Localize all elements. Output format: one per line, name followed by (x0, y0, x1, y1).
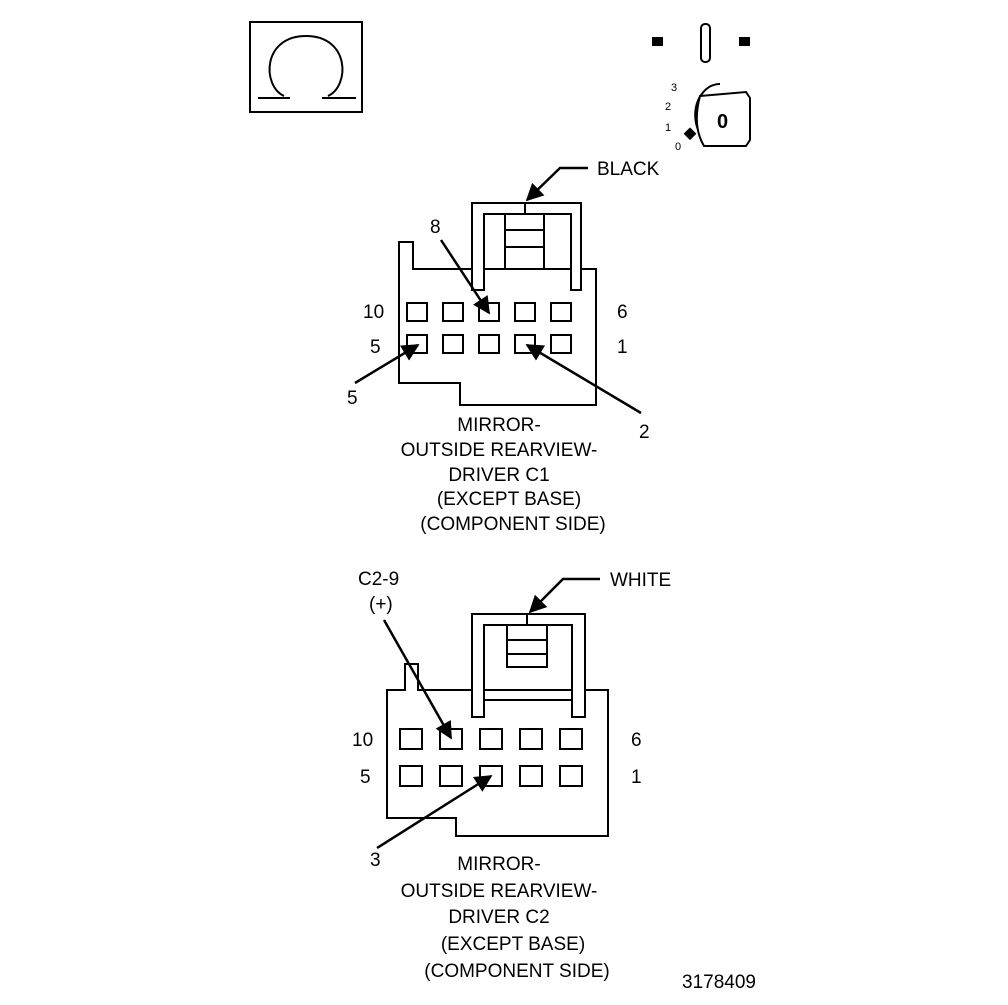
c1-pin-6 (550, 302, 572, 322)
omega-symbol-icon (249, 21, 363, 113)
c1-row-label-1: 1 (617, 337, 628, 358)
c1-pin-1 (550, 334, 572, 354)
c1-callout-2-label: 2 (639, 422, 650, 443)
c1-callout-2-arrow (525, 343, 642, 415)
c2-pin-8 (479, 728, 503, 750)
c1-latch-leader (525, 166, 588, 202)
c2-pin-6 (559, 728, 583, 750)
c2-pin-10 (399, 728, 423, 750)
c1-row-label-10: 10 (363, 302, 384, 323)
c1-callout-5-arrow (354, 343, 420, 385)
connector-c2-housing (386, 663, 609, 837)
c2-callout-9-label: C2-9 (358, 569, 399, 590)
c2-callout-3-label: 3 (370, 850, 381, 871)
ignition-position-1: 1 (665, 122, 671, 134)
c1-callout-8-label: 8 (430, 217, 441, 238)
c2-pin-5 (399, 765, 423, 787)
c1-caption-line-3: DRIVER C1 (448, 465, 549, 486)
c2-latch-color-label: WHITE (610, 570, 671, 591)
c2-row-label-1: 1 (631, 767, 642, 788)
c1-caption-line-5: (COMPONENT SIDE) (420, 514, 605, 535)
connector-c1-housing (398, 241, 597, 406)
connector-c2-pin-row-top (399, 728, 583, 750)
c1-row-label-6: 6 (617, 302, 628, 323)
connector-c2: 10 6 5 1 WHITE C2-9 (+) 3 MIRROR- OUTSID… (352, 569, 671, 982)
c2-pin-4 (439, 765, 463, 787)
c2-caption-line-1: MIRROR- (457, 854, 540, 875)
c1-latch-color-label: BLACK (597, 159, 660, 180)
c1-pin-3 (478, 334, 500, 354)
c2-pin-2 (519, 765, 543, 787)
c2-row-label-6: 6 (631, 730, 642, 751)
connector-c1: 10 6 5 1 BLACK 8 5 2 MIRROR- OUTSIDE REA… (347, 159, 660, 535)
c2-caption-line-2: OUTSIDE REARVIEW- (401, 881, 598, 902)
c2-caption-line-5: (COMPONENT SIDE) (424, 961, 609, 982)
c2-row-label-5: 5 (360, 767, 371, 788)
c1-pin-10 (406, 302, 428, 322)
c2-pin-1 (559, 765, 583, 787)
c2-pin-7 (519, 728, 543, 750)
ignition-position-3: 3 (671, 82, 677, 94)
ignition-position-0: 0 (675, 141, 681, 153)
figure-number: 3178409 (682, 972, 756, 993)
c1-pin-2 (514, 334, 536, 354)
c2-caption-line-3: DRIVER C2 (448, 907, 549, 928)
c2-latch-leader (528, 577, 600, 614)
c1-caption-line-2: OUTSIDE REARVIEW- (401, 440, 598, 461)
connector-c1-latch (471, 202, 582, 291)
ignition-position-2: 2 (665, 101, 671, 113)
c2-callout-9-arrow (382, 619, 453, 740)
connector-c2-latch (471, 613, 586, 718)
c2-caption: MIRROR- OUTSIDE REARVIEW- DRIVER C2 (EXC… (401, 854, 610, 982)
c1-pin-7 (514, 302, 536, 322)
c2-callout-3-arrow (376, 774, 493, 850)
connector-c1-pin-row-bottom (406, 334, 572, 354)
ignition-key-switch-icon: 3 2 1 0 0 (652, 23, 751, 153)
c2-row-label-10: 10 (352, 730, 373, 751)
c1-caption-line-4: (EXCEPT BASE) (437, 489, 581, 510)
ignition-key-glyph: 0 (717, 111, 728, 133)
c1-pin-9 (442, 302, 464, 322)
c1-callout-8-arrow (439, 239, 491, 315)
c2-pin-9 (439, 728, 463, 750)
c1-callout-5-label: 5 (347, 388, 358, 409)
c1-caption: MIRROR- OUTSIDE REARVIEW- DRIVER C1 (EXC… (401, 415, 606, 535)
c1-row-label-5: 5 (370, 337, 381, 358)
c1-caption-line-1: MIRROR- (457, 415, 540, 436)
c1-pin-4 (442, 334, 464, 354)
c2-callout-9-polarity: (+) (369, 594, 393, 615)
c2-caption-line-4: (EXCEPT BASE) (441, 934, 585, 955)
